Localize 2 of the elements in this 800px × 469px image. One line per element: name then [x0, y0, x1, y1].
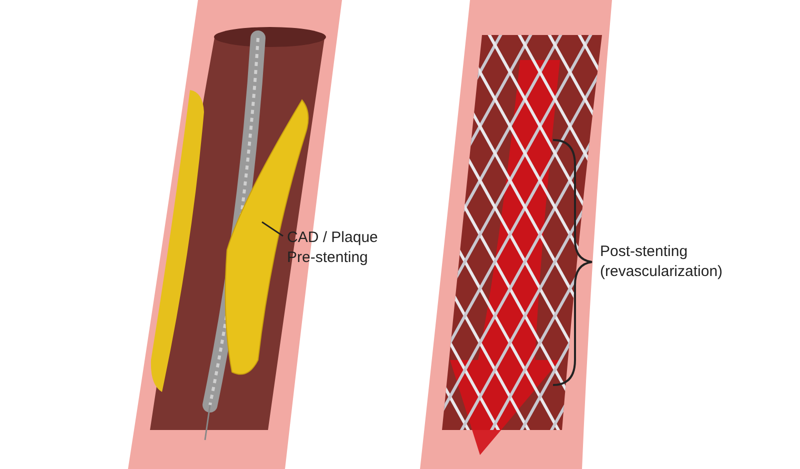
leader-line — [262, 221, 284, 237]
callout-text: Post-stenting (revascularization) — [600, 242, 724, 282]
